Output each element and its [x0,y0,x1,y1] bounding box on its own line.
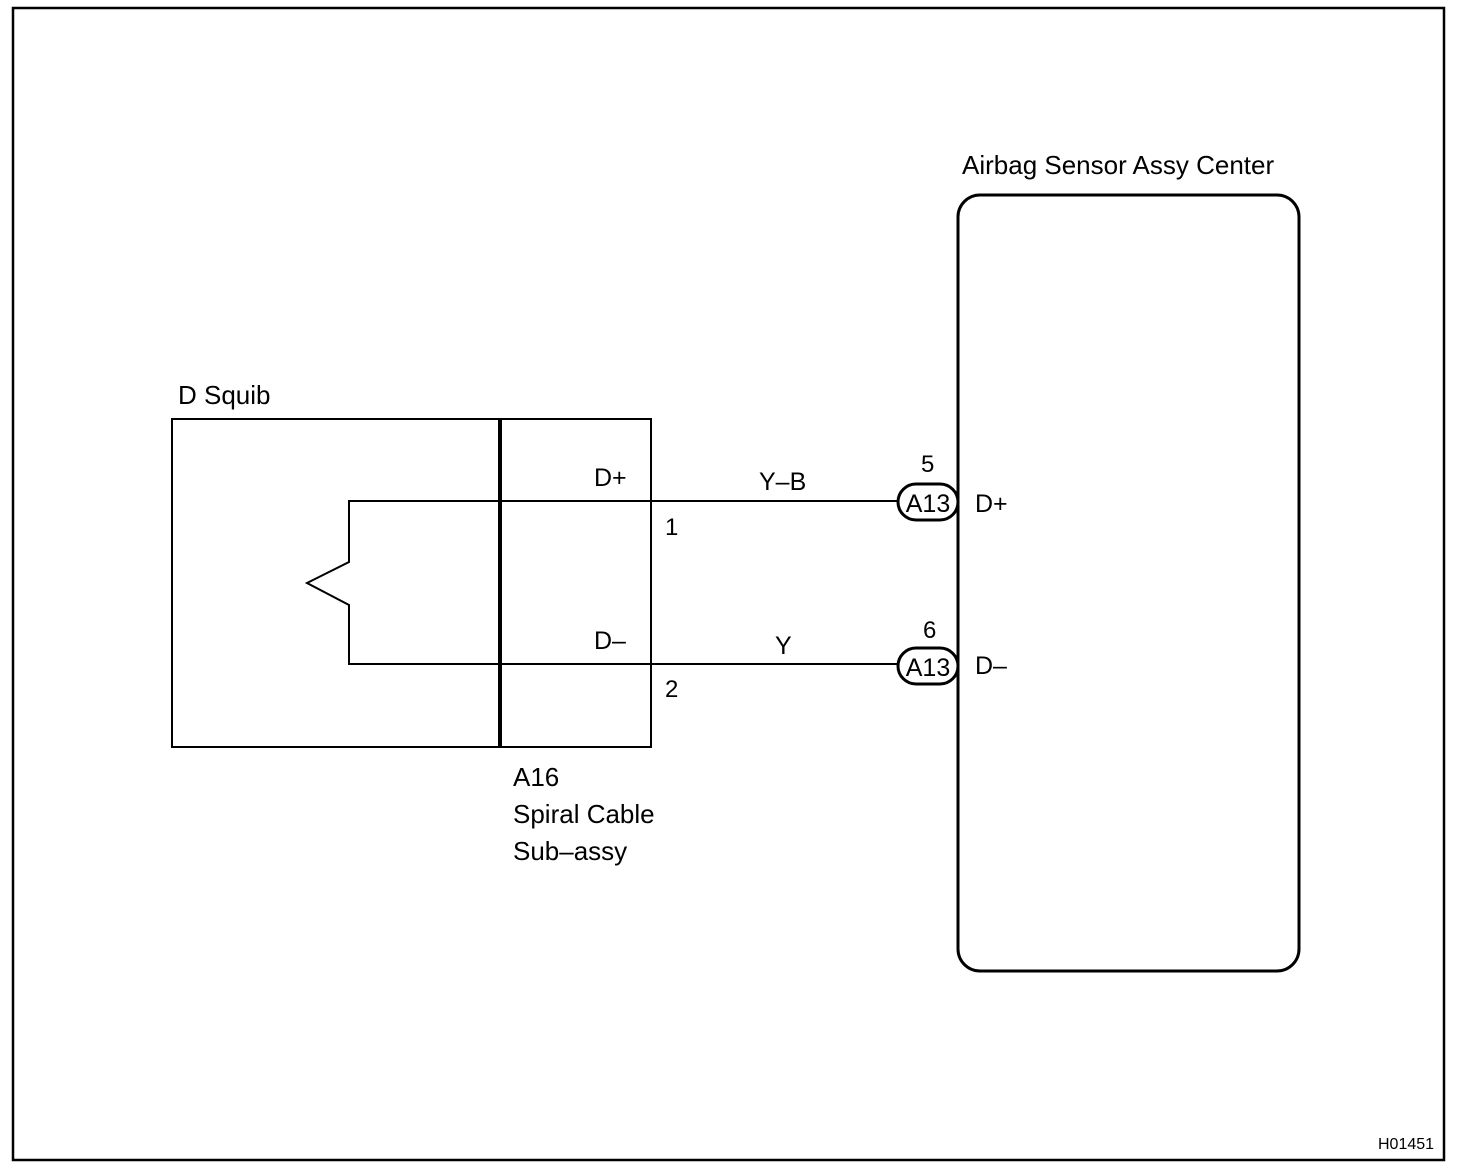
connector-a13-top-label: A13 [906,490,950,518]
connector-a13-top [896,482,960,522]
sensor-terminal-d-plus: D+ [975,490,1008,518]
spiral-pin-label-minus: D– [594,627,626,655]
figure-code: H01451 [1378,1136,1434,1153]
spiral-pin-number-1: 1 [665,514,678,541]
sensor-terminal-d-minus: D– [975,652,1007,680]
wire-color-y-b: Y–B [759,468,806,496]
wire-color-y: Y [775,632,792,660]
spiral-cable-name-1: Spiral Cable [513,799,655,829]
spiral-pin-label-plus: D+ [594,464,627,492]
airbag-sensor-box [956,193,1301,973]
squib-element [304,500,500,665]
connector-a13-bottom [896,646,960,686]
squib-title: D Squib [178,380,271,410]
diagram-frame [11,6,1446,1162]
connector-pin-5: 5 [921,451,934,478]
connector-pin-6: 6 [923,617,936,644]
airbag-sensor-title: Airbag Sensor Assy Center [962,150,1274,180]
spiral-pin-number-2: 2 [665,676,678,703]
squib-box [171,418,652,748]
connector-a13-bottom-label: A13 [906,654,950,682]
spiral-cable-name-2: Sub–assy [513,836,627,866]
spiral-cable-code: A16 [513,762,559,792]
